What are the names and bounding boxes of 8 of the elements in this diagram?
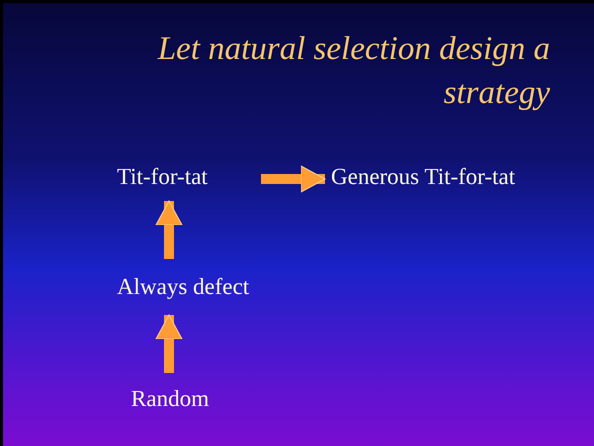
block-arrow [261,166,326,192]
strategy-label: Random [131,386,209,412]
slide-title: Let natural selection design a strategy [156,30,550,113]
strategy-label: Generous Tit-for-tat [331,164,516,190]
strategy-label: Tit-for-tat [117,164,208,190]
block-arrow [156,314,182,373]
strategy-label: Always defect [117,274,250,300]
block-arrow [156,200,182,259]
